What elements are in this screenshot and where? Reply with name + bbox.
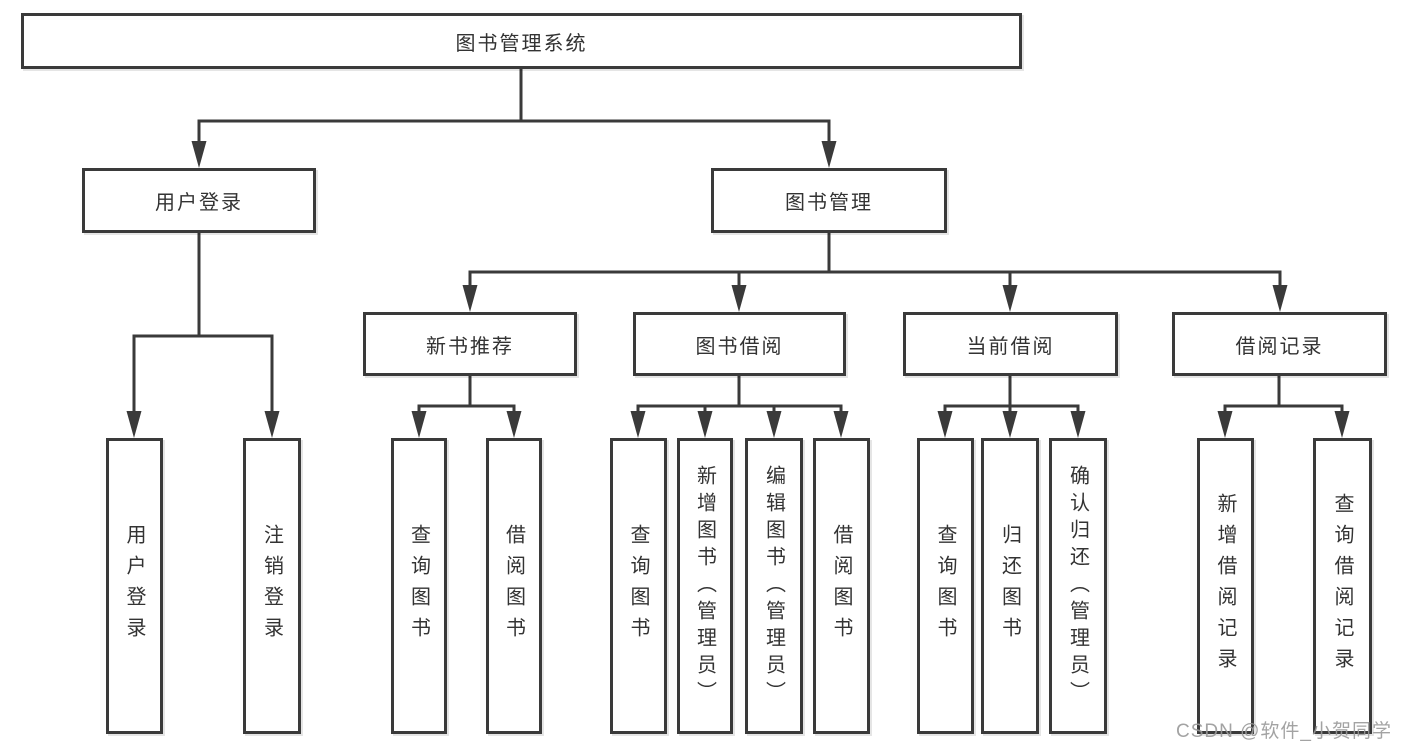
connector-user-login-to-leaves bbox=[132, 231, 274, 416]
leaf-return-book: 归还图书 bbox=[981, 438, 1039, 734]
node-current-borrow: 当前借阅 bbox=[903, 312, 1118, 376]
leaf-user-login: 用户登录 bbox=[106, 438, 163, 734]
connector-book-borrow-to-leaves bbox=[636, 374, 843, 416]
leaf-query-books-current: 查询图书 bbox=[917, 438, 974, 734]
connector-current-borrow-to-leaves bbox=[943, 374, 1080, 416]
leaf-confirm-return-admin: 确认归还（管理员） bbox=[1049, 438, 1107, 734]
connector-root-to-level2 bbox=[197, 67, 831, 146]
node-new-book-recommend: 新书推荐 bbox=[363, 312, 577, 376]
node-book-borrow: 图书借阅 bbox=[633, 312, 846, 376]
leaf-add-book-admin: 新增图书（管理员） bbox=[677, 438, 733, 734]
leaf-borrow-books: 借阅图书 bbox=[813, 438, 870, 734]
connector-book-management-to-level3 bbox=[468, 231, 1282, 290]
watermark: CSDN @软件_小贺同学 bbox=[1176, 721, 1392, 742]
node-borrow-records: 借阅记录 bbox=[1172, 312, 1387, 376]
leaf-query-borrow-record: 查询借阅记录 bbox=[1313, 438, 1372, 734]
arrowheads-level3 bbox=[462, 285, 1288, 312]
node-root: 图书管理系统 bbox=[21, 13, 1022, 69]
arrowheads-leaves bbox=[126, 411, 1350, 438]
leaf-edit-book-admin: 编辑图书（管理员） bbox=[745, 438, 803, 734]
node-book-management: 图书管理 bbox=[711, 168, 947, 233]
leaf-query-books-borrow: 查询图书 bbox=[610, 438, 667, 734]
connector-new-book-recommend-to-leaves bbox=[417, 374, 516, 416]
leaf-borrow-books-recommend: 借阅图书 bbox=[486, 438, 542, 734]
arrowheads-level2 bbox=[191, 141, 837, 168]
node-user-login: 用户登录 bbox=[82, 168, 316, 233]
leaf-add-borrow-record: 新增借阅记录 bbox=[1197, 438, 1254, 734]
connector-borrow-records-to-leaves bbox=[1223, 374, 1344, 416]
leaf-logout: 注销登录 bbox=[243, 438, 301, 734]
leaf-query-books-recommend: 查询图书 bbox=[391, 438, 447, 734]
